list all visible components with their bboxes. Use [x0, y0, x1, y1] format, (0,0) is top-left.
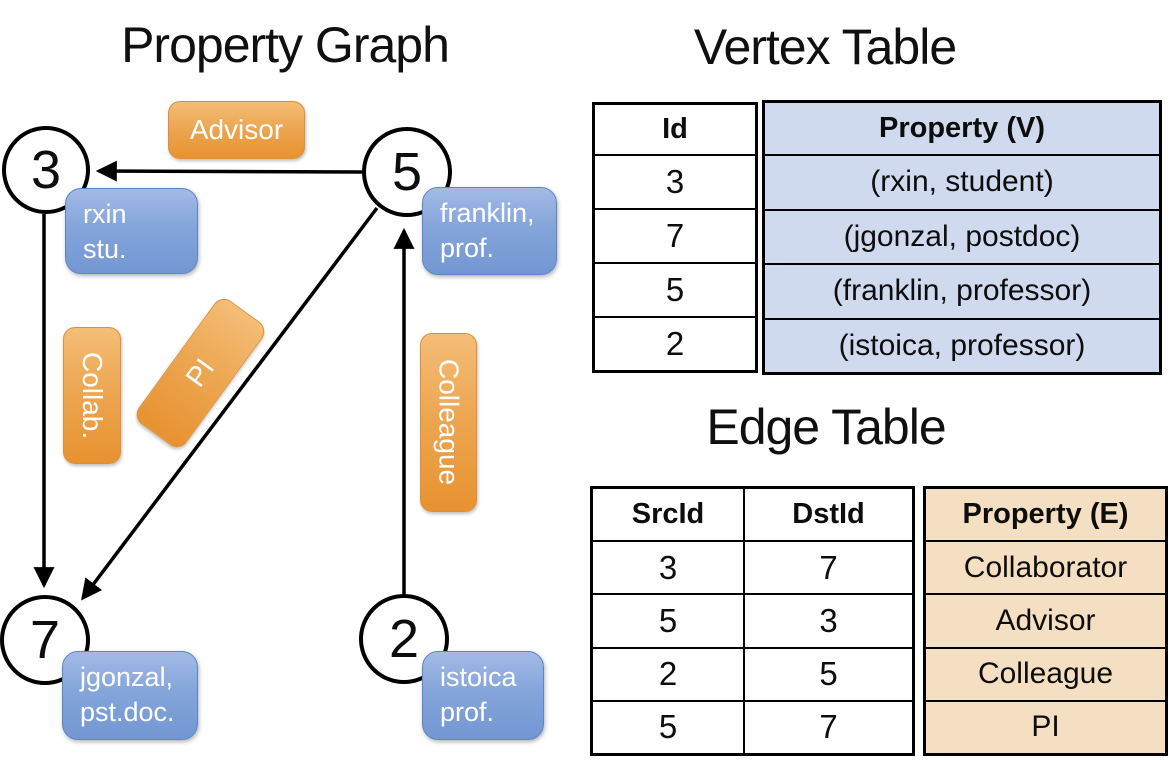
node-id-label: 2	[388, 609, 420, 669]
node-id-label: 5	[391, 142, 423, 202]
vertex-card-line2: stu.	[83, 234, 127, 264]
table-cell: 7	[743, 540, 912, 594]
vertex-table-property-column: Property (V) (rxin, student) (jgonzal, p…	[762, 100, 1162, 375]
table-cell: 2	[593, 646, 743, 700]
table-cell: (franklin, professor)	[765, 263, 1159, 318]
table-cell: 3	[743, 593, 912, 647]
edge-table-property-header: Property (E)	[962, 498, 1129, 530]
edge-arrow-advisor-5-to-3	[95, 160, 363, 182]
table-cell: 3	[595, 154, 755, 208]
vertex-card-franklin: franklin, prof.	[422, 187, 557, 275]
vertex-table-id-header: Id	[662, 113, 688, 145]
table-cell: 5	[743, 646, 912, 700]
vertex-table-property-header: Property (V)	[879, 112, 1045, 144]
vertex-card-line1: franklin,	[440, 198, 535, 228]
table-cell: 5	[593, 593, 743, 646]
edge-table-srcdst-columns: SrcId DstId 3 7 5 3 2 5 5 7	[590, 486, 915, 756]
vertex-card-line1: jgonzal,	[80, 662, 174, 692]
vertex-table-title: Vertex Table	[693, 19, 957, 75]
edge-label-text: Collab.	[77, 351, 108, 440]
graph-node-5: 5	[362, 127, 452, 217]
table-cell: (istoica, professor)	[765, 317, 1159, 373]
edge-table-srcid-header: SrcId	[631, 498, 705, 530]
table-cell: PI	[926, 699, 1165, 753]
edge-label-pi: PI	[131, 294, 270, 452]
table-cell: (jgonzal, postdoc)	[765, 208, 1159, 264]
table-cell: Collaborator	[926, 540, 1165, 593]
edge-label-text: Advisor	[189, 114, 284, 145]
edge-label-advisor: Advisor	[168, 101, 305, 159]
edge-label-colleague: Colleague	[420, 333, 477, 512]
table-cell: Advisor	[926, 593, 1165, 646]
vertex-card-line1: istoica	[440, 662, 517, 692]
vertex-card-line2: prof.	[440, 697, 495, 727]
vertex-card-line1: rxin	[83, 199, 127, 229]
edge-table-title: Edge Table	[706, 399, 946, 455]
node-id-label: 7	[29, 610, 61, 670]
table-cell: (rxin, student)	[765, 154, 1159, 209]
table-cell: 5	[593, 699, 743, 753]
node-id-label: 3	[30, 140, 62, 200]
vertex-table-id-column: Id 3 7 5 2	[592, 102, 758, 373]
vertex-card-rxin: rxin stu.	[65, 188, 198, 274]
property-graph-title: Property Graph	[121, 17, 450, 73]
graph-node-3: 3	[2, 126, 90, 214]
edge-label-text: Colleague	[433, 359, 465, 486]
edge-label-text: PI	[179, 352, 221, 393]
vertex-card-istoica: istoica prof.	[422, 651, 544, 740]
edge-label-collab: Collab.	[63, 327, 121, 464]
table-cell: 3	[593, 540, 743, 593]
table-cell: 5	[595, 262, 755, 316]
edge-table-property-column: Property (E) Collaborator Advisor Collea…	[923, 486, 1168, 756]
vertex-card-line2: prof.	[440, 233, 495, 263]
table-cell: 7	[595, 208, 755, 262]
vertex-card-jgonzal: jgonzal, pst.doc.	[62, 651, 198, 740]
table-cell: 7	[743, 699, 912, 753]
table-cell: 2	[595, 316, 755, 370]
table-cell: Colleague	[926, 646, 1165, 700]
vertex-card-line2: pst.doc.	[80, 697, 175, 727]
edge-table-dstid-header: DstId	[743, 489, 912, 540]
